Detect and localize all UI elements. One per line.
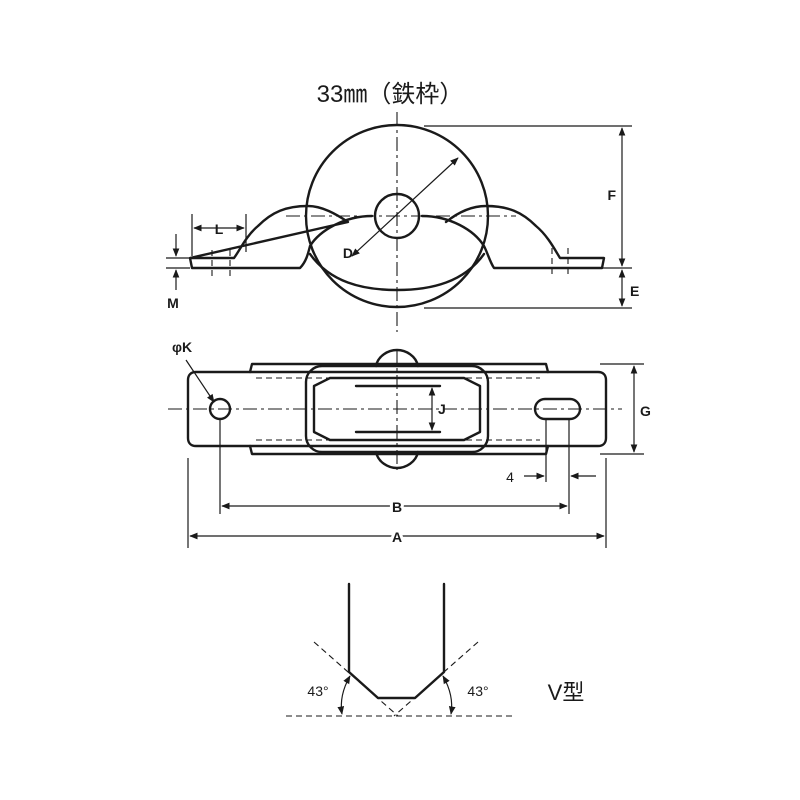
v-groove-detail: 43° 43° V型	[286, 582, 585, 717]
dim-G-label: G	[640, 403, 651, 419]
wheel-hub	[312, 376, 482, 442]
angle-left-label: 43°	[307, 683, 328, 699]
dim-F-label: F	[607, 187, 616, 203]
front-view: D F E L M	[166, 112, 639, 332]
bracket-body	[188, 204, 606, 270]
top-view: J G φK 4 B A	[168, 339, 651, 548]
v-type-label: V型	[548, 680, 585, 705]
angle-arc-left	[337, 675, 351, 715]
bracket-top-body	[248, 362, 550, 456]
v-extension-right	[393, 641, 479, 717]
dim-M-label: M	[167, 295, 179, 311]
dim-4-label: 4	[506, 469, 514, 485]
phiK-leader	[185, 359, 215, 403]
phiK-label: φK	[172, 339, 192, 355]
dim-D-label: D	[343, 245, 353, 261]
v-extension-left	[313, 641, 399, 717]
right-mount-slot	[533, 397, 582, 421]
dim-D-line	[351, 157, 459, 257]
dim-A-label: A	[392, 529, 402, 545]
dim-B-label: B	[392, 499, 402, 515]
dim-J-label: J	[438, 401, 446, 417]
dim-E-label: E	[630, 283, 639, 299]
v-groove-profile	[347, 582, 446, 700]
angle-right-label: 43°	[467, 683, 488, 699]
dim-L-label: L	[215, 221, 224, 237]
angle-arc-right	[442, 675, 456, 715]
plate-outline	[186, 370, 608, 448]
drawing-title: 33㎜（鉄枠）	[317, 81, 464, 108]
